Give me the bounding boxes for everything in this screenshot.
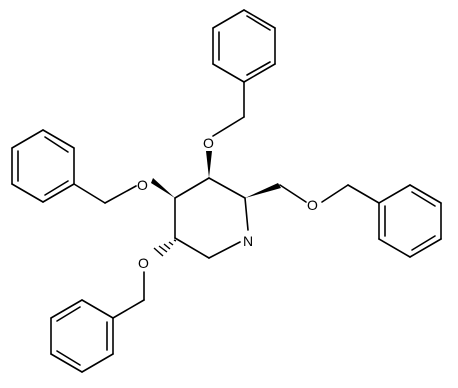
atom-o-bottom: O [138,255,149,271]
benzyl-group-top [212,9,276,137]
benzyl-group-bottom [50,271,145,373]
atom-o-top: O [203,135,214,151]
bond-c6-n [208,241,241,259]
bond-c3-c4 [174,177,210,199]
wedge-c3-o2 [206,151,212,178]
atom-o-left: O [137,177,148,193]
wedge-c2-ch2 [245,183,281,198]
piperidine-ring [174,177,249,259]
wedge-c4-o3 [151,178,175,198]
benzyl-group-left [11,129,137,204]
bond-n-c2 [244,197,249,231]
benzyloxymethyl-group-right [279,184,442,258]
atom-n: N [243,233,253,249]
bond-c2-c3 [208,177,246,199]
hashed-bond-c5-o4 [153,239,177,257]
atom-o-right: O [307,197,318,213]
bond-c5-c6 [174,237,210,259]
